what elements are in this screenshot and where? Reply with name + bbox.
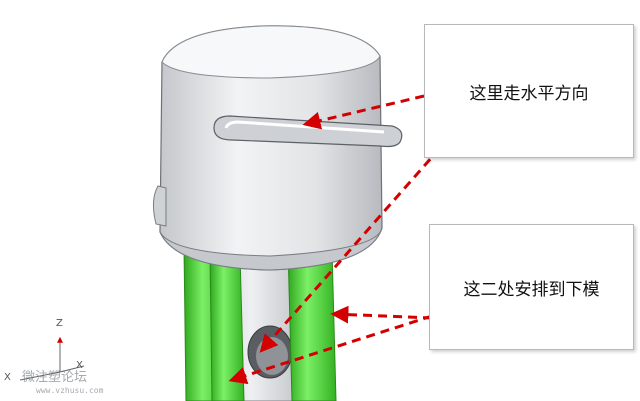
shaft-hole-inner: [256, 337, 288, 375]
upper-body-top: [161, 25, 381, 79]
watermark-brand: 微注塑论坛: [22, 370, 88, 385]
callout-horizontal-direction: 这里走水平方向: [424, 24, 634, 158]
arrow-to-slot: [302, 94, 425, 130]
horizontal-slot-inner: [224, 120, 385, 134]
callout-lower-mold-text: 这二处安排到下模: [463, 279, 600, 300]
callout-horizontal-direction-text: 这里走水平方向: [469, 83, 589, 104]
axis-z-label: Z: [56, 318, 63, 329]
side-boss: [152, 185, 167, 227]
axis-x-left-label: X: [4, 372, 11, 383]
arrow-to-pillar-right: [330, 305, 433, 324]
arrow-to-pillar-left: [228, 314, 433, 385]
axis-x-line: [59, 365, 85, 373]
callout-lower-mold: 这二处安排到下模: [429, 224, 634, 350]
axis-y-line: [19, 371, 61, 381]
upper-body-rim: [159, 227, 383, 271]
watermark-url: www.vzhusu.com: [36, 386, 104, 395]
axis-x-label: X: [76, 360, 83, 371]
